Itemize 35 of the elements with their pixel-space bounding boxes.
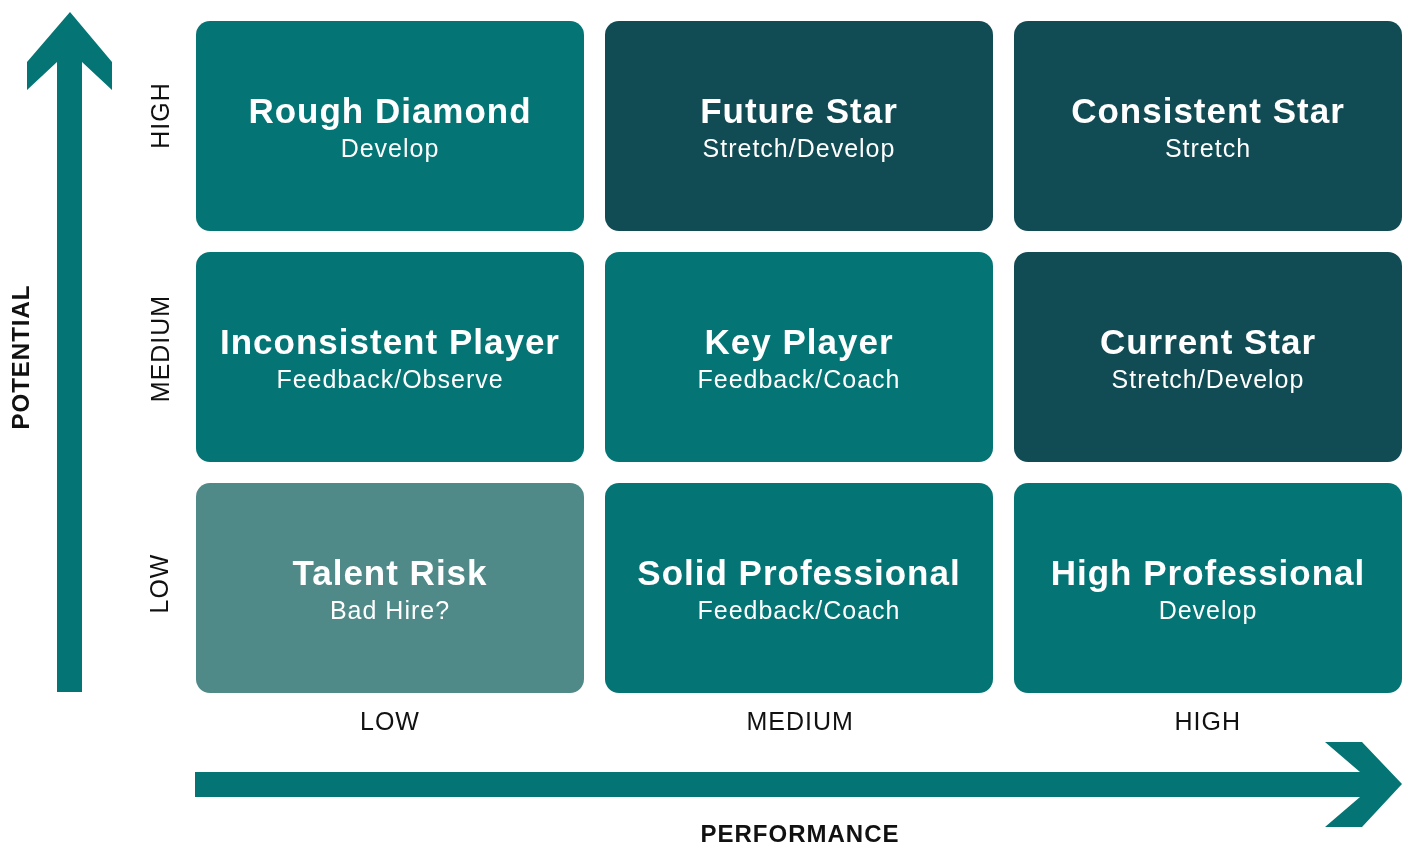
cell-title: Current Star: [1099, 321, 1317, 364]
grid-cell-card: [1014, 21, 1402, 231]
cell-action: Stretch: [1164, 132, 1252, 163]
axis-title: POTENTIAL: [6, 284, 34, 430]
axis-tick-label: LOW: [145, 553, 175, 613]
cell-title: Inconsistent Player: [220, 321, 560, 364]
cell-action: Feedback/Observe: [276, 363, 504, 394]
cell-action: Develop: [1158, 594, 1258, 625]
cell-title: Solid Professional: [637, 552, 961, 595]
grid-cell-card: [605, 21, 993, 231]
cell-title: Talent Risk: [292, 552, 488, 595]
cell-title: High Professional: [1050, 552, 1366, 595]
cell-title: Future Star: [700, 90, 898, 133]
cell-action: Stretch/Develop: [1111, 363, 1305, 394]
axis-title: PERFORMANCE: [700, 820, 900, 848]
cell-action: Stretch/Develop: [702, 132, 896, 163]
grid-cell-card: [196, 483, 584, 693]
grid-cell-card: [196, 252, 584, 462]
grid-cell-card: [605, 252, 993, 462]
grid-cell-card: [196, 21, 584, 231]
axis-tick-label: HIGH: [145, 81, 175, 149]
cell-action: Bad Hire?: [329, 594, 451, 625]
grid-cell-card: [1014, 483, 1402, 693]
cell-action: Feedback/Coach: [697, 594, 901, 625]
axis-tick-label: LOW: [360, 706, 420, 736]
axis-tick-label: MEDIUM: [145, 294, 175, 402]
cell-action: Feedback/Coach: [697, 363, 901, 394]
axis-tick-label: HIGH: [1174, 706, 1241, 736]
cell-title: Rough Diamond: [248, 90, 532, 133]
cell-title: Consistent Star: [1071, 90, 1345, 133]
grid-cell-card: [1014, 252, 1402, 462]
cell-action: Develop: [340, 132, 440, 163]
axis-tick-label: MEDIUM: [746, 706, 854, 736]
cell-title: Key Player: [704, 321, 894, 364]
grid-cell-card: [605, 483, 993, 693]
